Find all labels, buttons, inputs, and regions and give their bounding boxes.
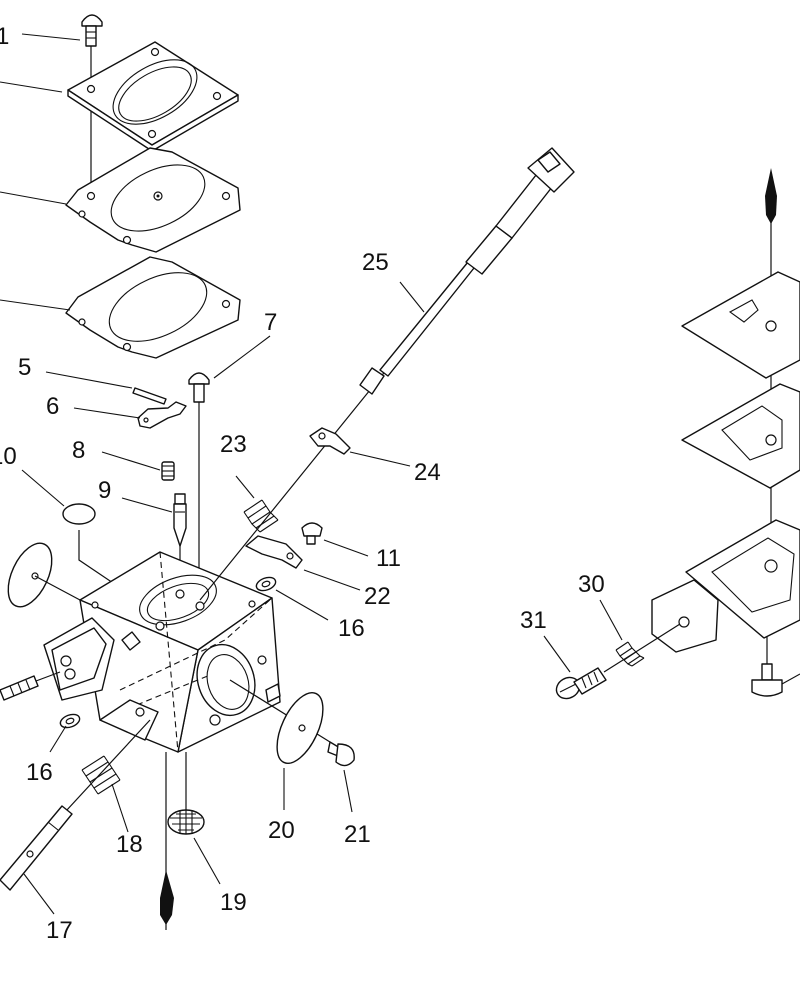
callout-25: 25: [362, 249, 389, 276]
e-clip-left: [59, 713, 81, 729]
callout-24: 24: [414, 459, 441, 486]
callout-16-left: 16: [26, 759, 53, 786]
callout-30: 30: [578, 571, 605, 598]
callout-5: 5: [18, 354, 31, 381]
callout-31: 31: [520, 607, 547, 634]
detent-lever: [245, 535, 303, 569]
callout-8: 8: [72, 437, 85, 464]
metering-lever: [137, 401, 187, 429]
welsh-plug: [62, 503, 96, 525]
callout-6: 6: [46, 393, 59, 420]
e-clip-right: [255, 576, 277, 592]
callout-23: 23: [220, 431, 247, 458]
callout-10: 10: [0, 443, 17, 470]
pump-cover-plate: [67, 41, 239, 152]
filter-screen: [167, 809, 205, 835]
choke-disc: [7, 542, 53, 608]
inlet-needle: [173, 493, 187, 547]
callout-17: 17: [46, 917, 73, 944]
callout-18: 18: [116, 831, 143, 858]
right-body-screw: [751, 663, 783, 697]
callout-19: 19: [220, 889, 247, 916]
callout-20: 20: [268, 817, 295, 844]
callout-21: 21: [344, 821, 371, 848]
callout-22: 22: [364, 583, 391, 610]
detent-screw: [301, 522, 323, 545]
choke-axis: [34, 575, 81, 601]
carburetor-body: [43, 551, 281, 753]
right-direction-arrow: [765, 168, 777, 224]
high-speed-adjuster: [555, 667, 607, 700]
throttle-shaft: [0, 805, 73, 891]
metering-spring: [161, 461, 175, 481]
fuel-direction-arrow: [160, 870, 174, 925]
choke-shaft: [359, 147, 575, 395]
leader-lines: [0, 33, 800, 915]
lever-pin: [132, 387, 167, 405]
callout-16-right: 16: [338, 615, 365, 642]
low-speed-adjuster: [0, 675, 39, 701]
pump-gasket: [65, 256, 241, 359]
lever-screw: [188, 372, 210, 403]
right-pump-body: [651, 519, 800, 653]
callout-9: 9: [98, 477, 111, 504]
callout-7: 7: [264, 309, 277, 336]
adjuster-axis: [35, 671, 61, 682]
right-gasket-middle: [681, 383, 800, 489]
throttle-plate-screw: [327, 741, 355, 767]
choke-lever: [309, 427, 351, 455]
callout-11: 11: [376, 545, 401, 572]
throttle-plate: [276, 692, 324, 764]
cover-screw: [81, 14, 103, 47]
right-gasket-top: [681, 271, 800, 379]
pump-diaphragm: [65, 147, 241, 253]
choke-spring: [243, 499, 279, 533]
throttle-spring: [81, 755, 121, 795]
high-speed-axis: [603, 623, 681, 673]
callout-1: 1: [0, 23, 9, 50]
